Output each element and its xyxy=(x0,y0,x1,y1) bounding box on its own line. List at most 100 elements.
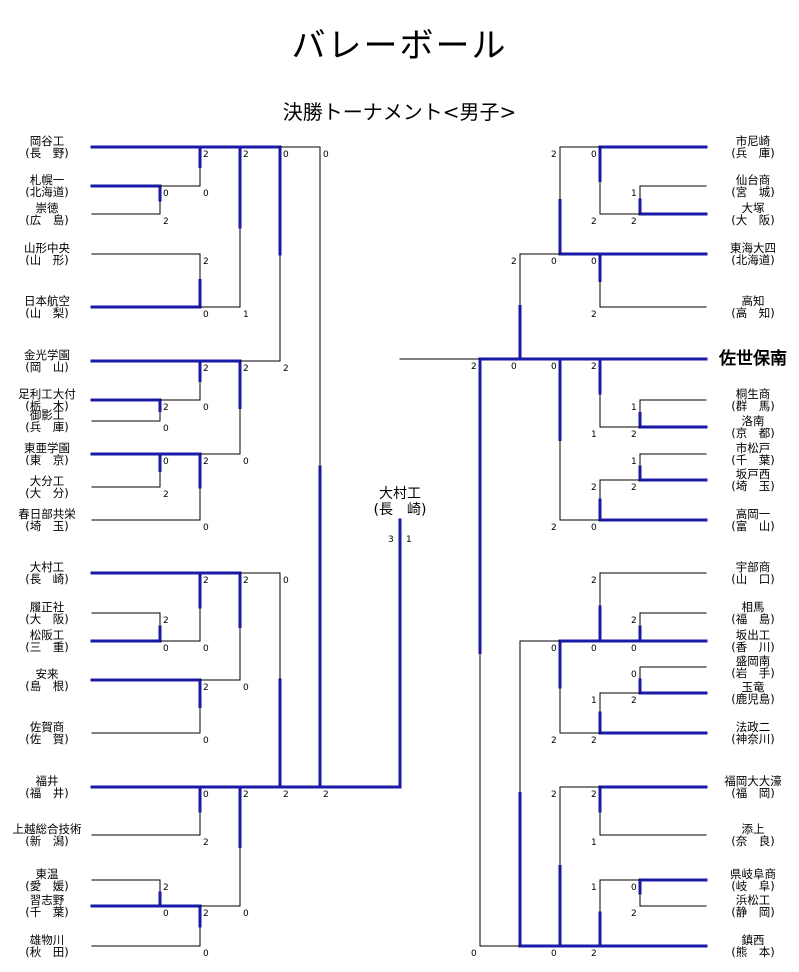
team-name: 足利工大付 xyxy=(18,387,76,401)
team-name: 添上 xyxy=(741,822,765,836)
L-score-m3-a: 0 xyxy=(163,457,169,467)
page-title: バレーボール xyxy=(291,26,508,66)
team-name: 鎮西 xyxy=(741,933,765,947)
R-score-n14-a: 1 xyxy=(591,883,597,893)
R-score-n14-b: 2 xyxy=(591,949,597,959)
team-prefecture: (奈 良) xyxy=(731,834,775,848)
team-prefecture: (愛 媛) xyxy=(25,879,69,893)
team-prefecture: (秋 田) xyxy=(25,945,69,959)
L-score-m14-a: 2 xyxy=(243,150,249,160)
R-score-n12-b: 2 xyxy=(591,736,597,746)
R-score-n15-b: 0 xyxy=(551,257,557,267)
team-name: 高知 xyxy=(741,294,765,308)
R-score-n17-b: 2 xyxy=(551,736,557,746)
team-name: 佐賀商 xyxy=(29,720,65,734)
team-prefecture: (福 岡) xyxy=(731,786,775,800)
team-prefecture: (山 梨) xyxy=(25,306,69,320)
team-name: 雄物川 xyxy=(29,933,65,947)
bracket-subtitle: 決勝トーナメント<男子> xyxy=(282,100,517,124)
team-name: 宇部商 xyxy=(735,560,771,574)
team-prefecture: (北海道) xyxy=(731,253,775,267)
right-team-15: 玉竜(鹿児島) xyxy=(708,681,798,705)
L-score-m7-a: 2 xyxy=(203,257,209,267)
R-score-n4-a: 2 xyxy=(631,616,637,626)
R-score-n19-a: 2 xyxy=(511,257,517,267)
team-prefecture: (千 葉) xyxy=(25,905,69,919)
R-score-n9-a: 2 xyxy=(591,362,597,372)
right-team-2: 大塚(大 阪) xyxy=(708,202,798,226)
team-name: 佐世保南 xyxy=(719,349,787,369)
left-team-16: 福井(福 井) xyxy=(2,775,92,799)
team-name: 大村工 xyxy=(29,560,65,574)
L-score-m4-a: 2 xyxy=(163,616,169,626)
R-score-n7-b: 2 xyxy=(591,217,597,227)
L-score-m13-b: 0 xyxy=(203,949,209,959)
team-name: 高岡一 xyxy=(735,507,771,521)
R-score-n21-a: 2 xyxy=(471,362,477,372)
team-name: 玉竜 xyxy=(741,680,765,694)
team-prefecture: (福 島) xyxy=(731,612,775,626)
L-score-m16-a: 2 xyxy=(243,576,249,586)
team-prefecture: (東 京) xyxy=(25,453,69,467)
team-name: 桐生商 xyxy=(735,387,771,401)
team-prefecture: (佐 賀) xyxy=(25,732,69,746)
L-score-m9-a: 2 xyxy=(203,457,209,467)
R-score-n16-a: 0 xyxy=(551,362,557,372)
L-score-m11-a: 2 xyxy=(203,683,209,693)
team-prefecture: (兵 庫) xyxy=(731,146,775,160)
left-team-11: 大村工(長 崎) xyxy=(2,561,92,585)
left-team-6: 足利工大付(栃 木) xyxy=(2,388,92,412)
L-score-m15-a: 2 xyxy=(243,364,249,374)
R-score-n5-a: 0 xyxy=(631,670,637,680)
R-score-n2-b: 2 xyxy=(631,430,637,440)
right-team-18: 添上(奈 良) xyxy=(708,823,798,847)
team-name: 東亜学園 xyxy=(24,441,70,455)
team-name: 習志野 xyxy=(29,893,65,907)
L-score-m3-b: 2 xyxy=(163,490,169,500)
right-team-7: 洛南(京 都) xyxy=(708,415,798,439)
L-score-m2-a: 2 xyxy=(163,403,169,413)
right-team-0: 市尼崎(兵 庫) xyxy=(708,135,798,159)
team-name: 日本航空 xyxy=(24,294,70,308)
left-team-9: 大分工(大 分) xyxy=(2,475,92,499)
right-team-8: 市松戸(千 葉) xyxy=(708,442,798,466)
team-name: 札幌一 xyxy=(29,173,65,187)
L-score-m7-b: 0 xyxy=(203,310,209,320)
team-name: 岡谷工 xyxy=(29,134,65,148)
L-score-m8-b: 0 xyxy=(203,403,209,413)
left-team-3: 山形中央(山 形) xyxy=(2,242,92,266)
team-prefecture: (岡 山) xyxy=(25,360,69,374)
L-score-m12-a: 0 xyxy=(203,790,209,800)
team-prefecture: (大 分) xyxy=(25,486,69,500)
L-score-m5-a: 2 xyxy=(163,883,169,893)
L-score-m5-b: 0 xyxy=(163,909,169,919)
left-team-0: 岡谷工(長 野) xyxy=(2,135,92,159)
team-name: 仙台商 xyxy=(735,173,771,187)
left-team-14: 安来(島 根) xyxy=(2,668,92,692)
left-team-8: 東亜学園(東 京) xyxy=(2,442,92,466)
team-prefecture: (兵 庫) xyxy=(25,420,69,434)
R-score-n7-a: 0 xyxy=(591,150,597,160)
right-team-6: 桐生商(群 馬) xyxy=(708,388,798,412)
left-team-10: 春日部共栄(埼 玉) xyxy=(2,508,92,532)
L-score-m9-b: 0 xyxy=(203,523,209,533)
R-score-n8-a: 0 xyxy=(591,257,597,267)
team-prefecture: (埼 玉) xyxy=(25,519,69,533)
right-team-16: 法政二(神奈川) xyxy=(708,721,798,745)
right-team-12: 相馬(福 島) xyxy=(708,601,798,625)
L-score-m18-a: 0 xyxy=(283,150,289,160)
team-prefecture: (新 潟) xyxy=(25,834,69,848)
right-team-1: 仙台商(宮 城) xyxy=(708,174,798,198)
team-name: 上越総合技術 xyxy=(12,822,82,836)
final-score-left: 3 xyxy=(388,535,394,545)
team-prefecture: (静 岡) xyxy=(731,905,775,919)
R-score-n17-a: 0 xyxy=(551,644,557,654)
R-score-n6-a: 0 xyxy=(631,883,637,893)
left-team-17: 上越総合技術(新 潟) xyxy=(2,823,92,847)
R-score-n2-a: 1 xyxy=(631,403,637,413)
L-score-m10-a: 2 xyxy=(203,576,209,586)
team-name: 県岐阜商 xyxy=(730,867,776,881)
team-prefecture: (埼 玉) xyxy=(731,479,775,493)
L-score-m18-b: 2 xyxy=(283,364,289,374)
team-name: 御影工 xyxy=(29,408,65,422)
